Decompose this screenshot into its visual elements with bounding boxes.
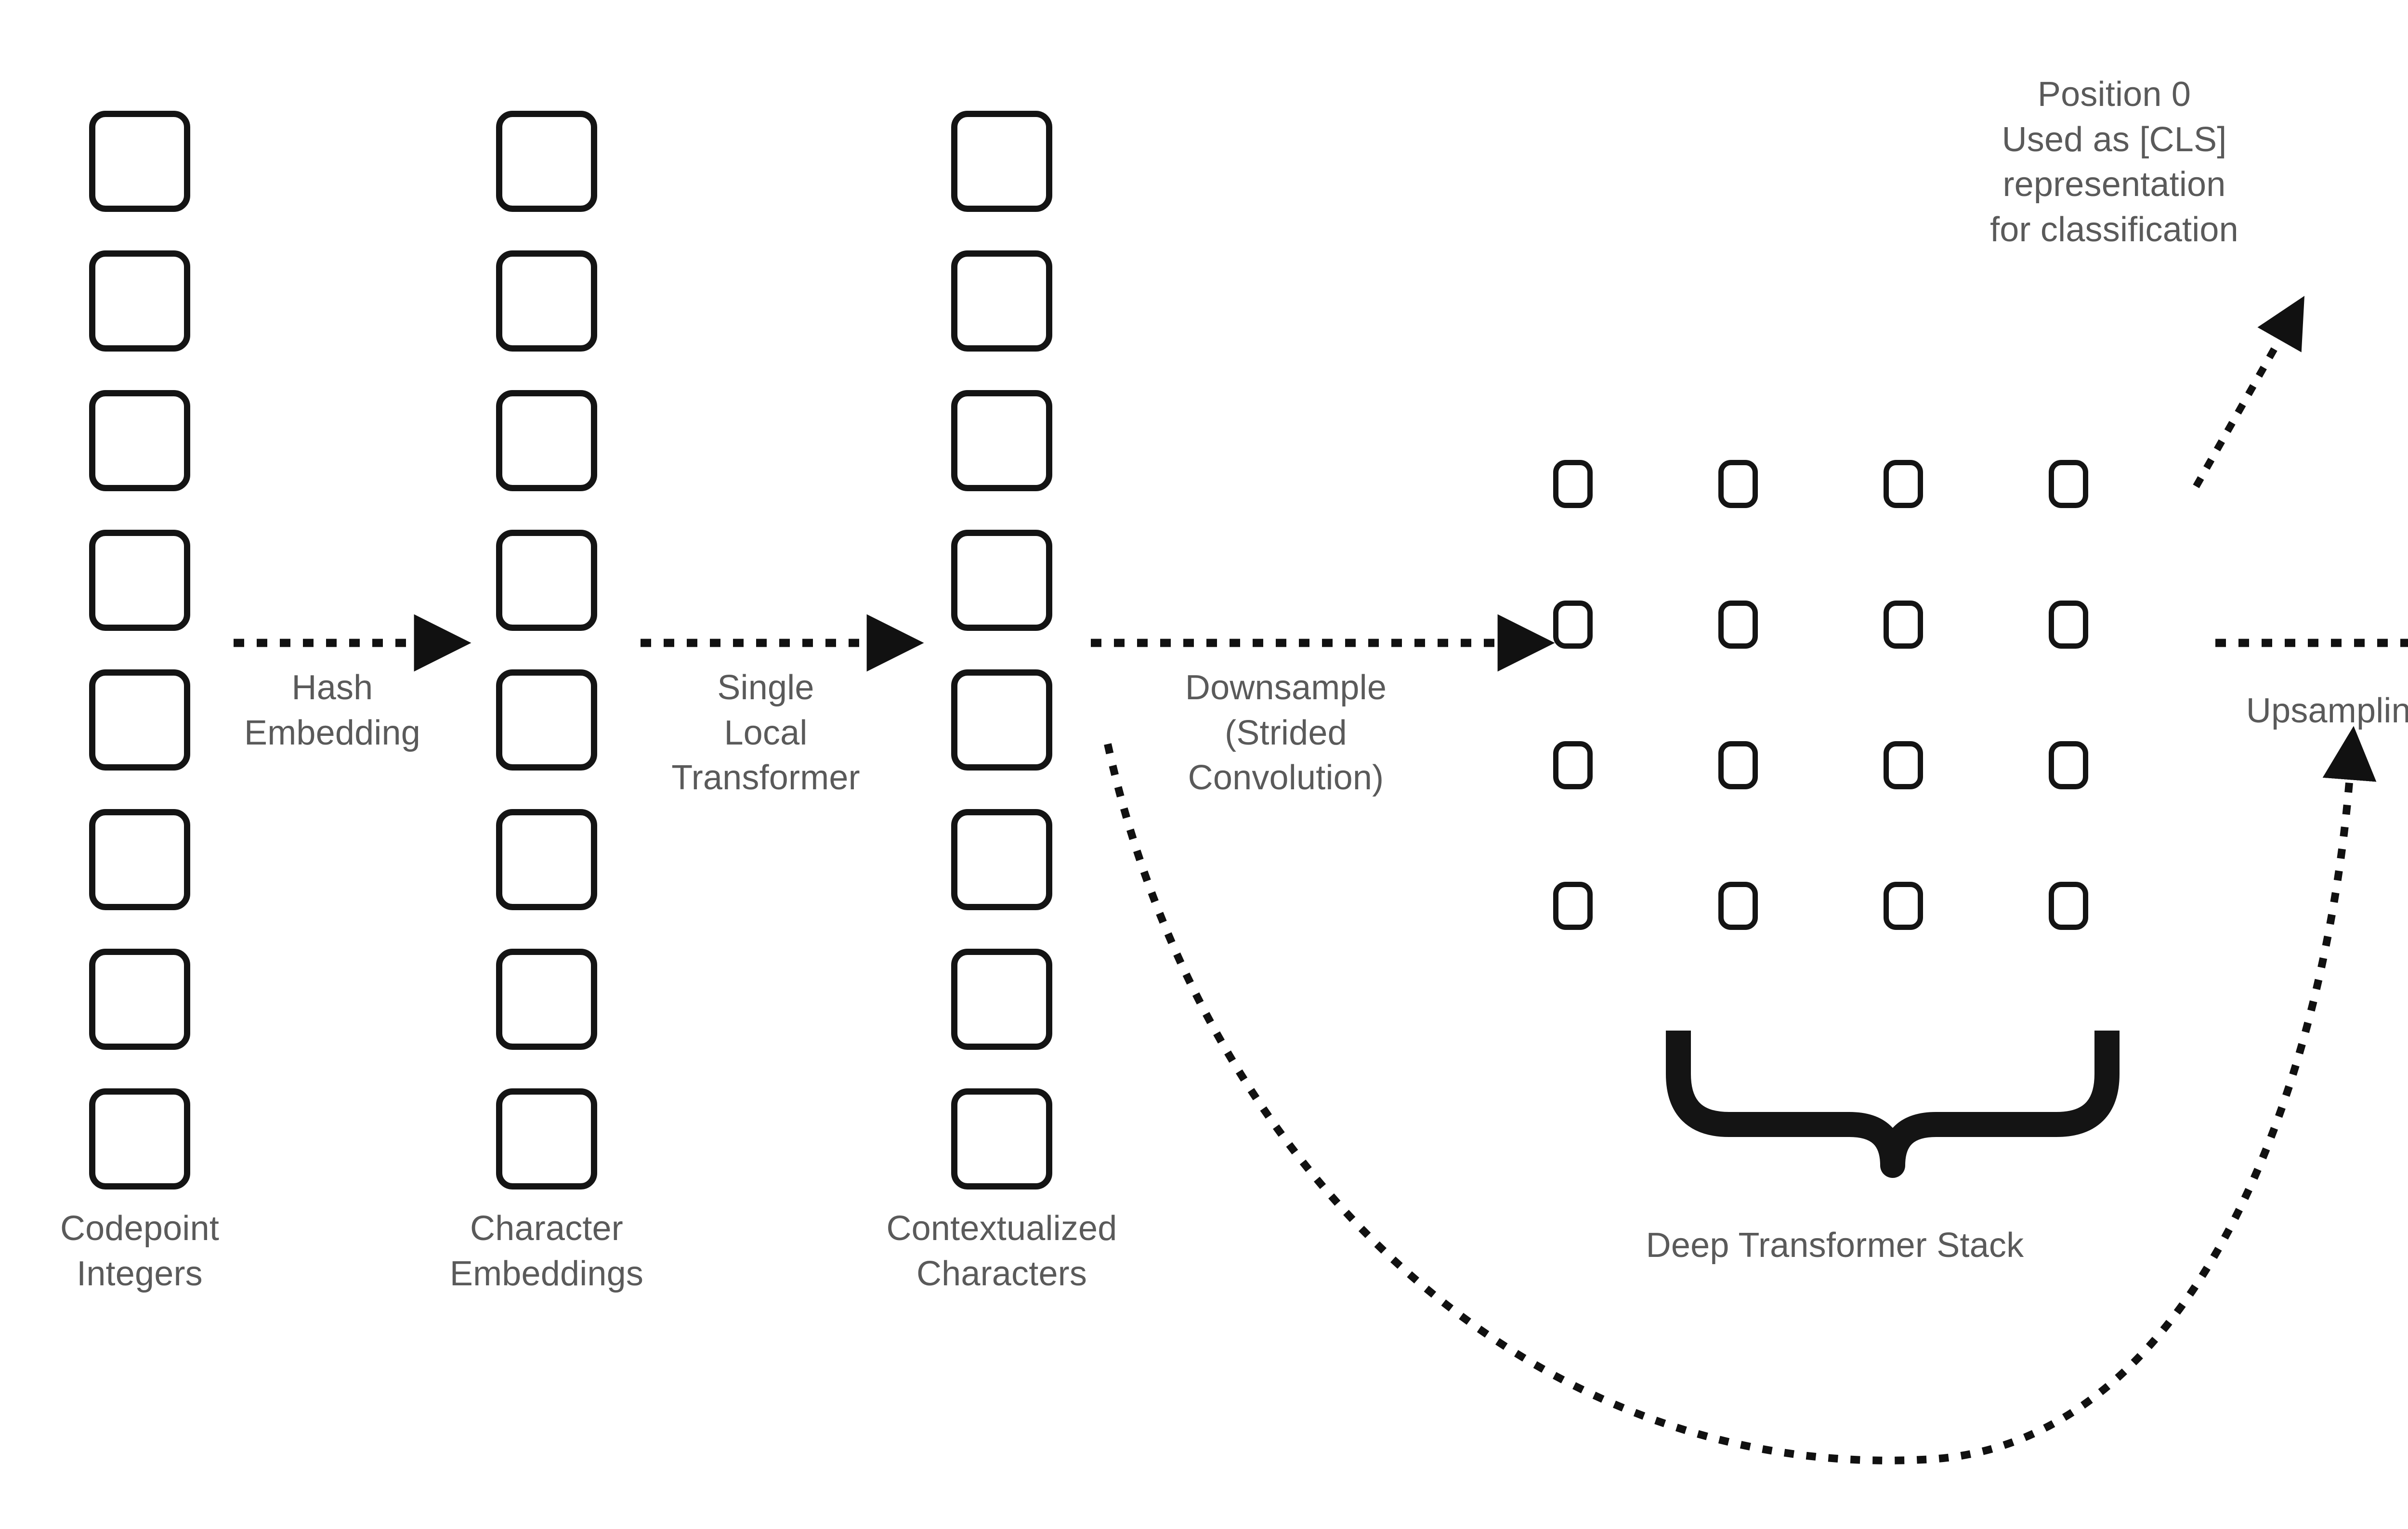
stack-cell-r0c3[interactable] xyxy=(2049,460,2088,508)
cell-charemb-5[interactable] xyxy=(496,809,597,910)
cell-ctxchar-6[interactable] xyxy=(951,949,1052,1050)
cell-ctxchar-4[interactable] xyxy=(951,669,1052,771)
stack-cell-r3c0[interactable] xyxy=(1553,882,1593,930)
stack-cell-r1c2[interactable] xyxy=(1884,601,1923,649)
label-upsampling: Upsampling xyxy=(2246,692,2408,730)
label-single-local-transformer: Single Local Transformer xyxy=(671,668,860,797)
cell-codepoint-0[interactable] xyxy=(89,111,190,212)
skip-connection-curve xyxy=(1104,726,2377,1464)
cell-charemb-4[interactable] xyxy=(496,669,597,771)
stack-cell-r2c1[interactable] xyxy=(1718,741,1758,789)
stack-cell-r3c3[interactable] xyxy=(2049,882,2088,930)
cell-charemb-7[interactable] xyxy=(496,1088,597,1189)
stack-cell-r1c1[interactable] xyxy=(1718,601,1758,649)
cell-ctxchar-0[interactable] xyxy=(951,111,1052,212)
arrow-cls-pointer xyxy=(2193,296,2305,488)
label-downsample: Downsample (Strided Convolution) xyxy=(1185,668,1387,797)
stack-cell-r1c3[interactable] xyxy=(2049,601,2088,649)
cell-codepoint-4[interactable] xyxy=(89,669,190,771)
stack-cell-r3c1[interactable] xyxy=(1718,882,1758,930)
cell-ctxchar-7[interactable] xyxy=(951,1088,1052,1189)
cell-codepoint-2[interactable] xyxy=(89,390,190,491)
annotation-cls-note: Position 0 Used as [CLS] representation … xyxy=(1990,75,2238,249)
caption-deep-transformer-stack: Deep Transformer Stack xyxy=(1646,1226,2024,1265)
stack-cell-r2c0[interactable] xyxy=(1553,741,1593,789)
cell-ctxchar-1[interactable] xyxy=(951,250,1052,352)
cell-charemb-3[interactable] xyxy=(496,530,597,631)
stack-cell-r0c2[interactable] xyxy=(1884,460,1923,508)
cell-ctxchar-3[interactable] xyxy=(951,530,1052,631)
caption-character-embeddings: Character Embeddings xyxy=(449,1209,644,1293)
cell-ctxchar-2[interactable] xyxy=(951,390,1052,491)
cell-ctxchar-5[interactable] xyxy=(951,809,1052,910)
stack-cell-r2c2[interactable] xyxy=(1884,741,1923,789)
cell-charemb-6[interactable] xyxy=(496,949,597,1050)
label-hash-embedding: Hash Embedding xyxy=(244,668,421,752)
cell-codepoint-1[interactable] xyxy=(89,250,190,352)
caption-contextualized-characters: Contextualized Characters xyxy=(886,1209,1117,1293)
caption-codepoint-integers: Codepoint Integers xyxy=(60,1209,220,1293)
cell-codepoint-6[interactable] xyxy=(89,949,190,1050)
stack-cell-r0c0[interactable] xyxy=(1553,460,1593,508)
cell-charemb-0[interactable] xyxy=(496,111,597,212)
cell-codepoint-5[interactable] xyxy=(89,809,190,910)
cell-codepoint-7[interactable] xyxy=(89,1088,190,1189)
stack-cell-r0c1[interactable] xyxy=(1718,460,1758,508)
cell-charemb-1[interactable] xyxy=(496,250,597,352)
stack-cell-r3c2[interactable] xyxy=(1884,882,1923,930)
cell-charemb-2[interactable] xyxy=(496,390,597,491)
stack-cell-r2c3[interactable] xyxy=(2049,741,2088,789)
deep-stack-brace xyxy=(1666,1031,2120,1178)
stack-cell-r1c0[interactable] xyxy=(1553,601,1593,649)
cell-codepoint-3[interactable] xyxy=(89,530,190,631)
